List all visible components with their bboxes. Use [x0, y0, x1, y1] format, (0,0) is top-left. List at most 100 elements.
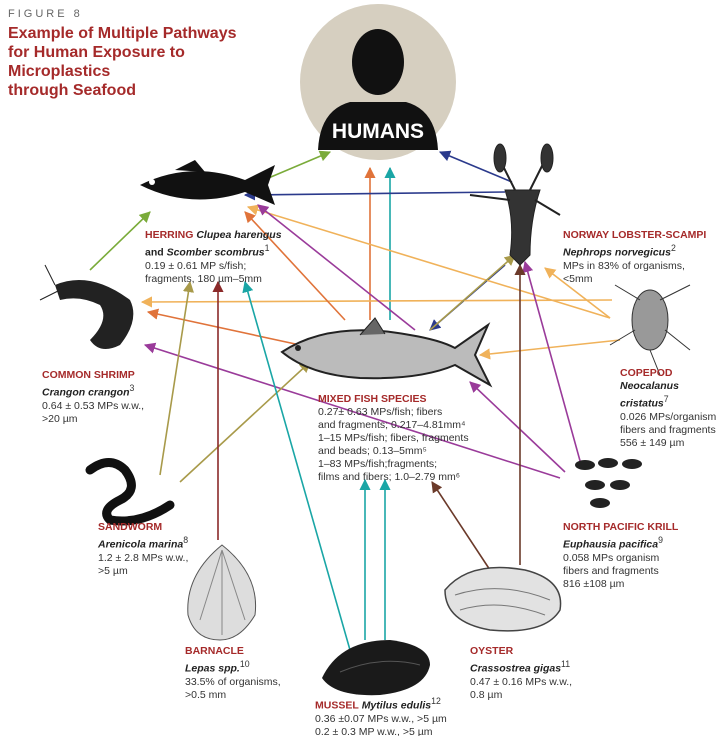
shrimp-label: COMMON SHRIMP Crangon crangon3 0.64 ± 0.… [42, 369, 144, 426]
measurement: >0.5 mm [185, 688, 227, 701]
measurement: 556 ± 149 µm [620, 436, 685, 449]
measurement: 1–83 MPs/fish;fragments; [318, 458, 438, 470]
figure-title: Example of Multiple Pathways for Human E… [8, 24, 268, 100]
reference: 9 [658, 535, 663, 545]
scientific-name: Crassostrea gigas [470, 662, 562, 675]
measurement: MPs in 83% of organisms, [563, 259, 685, 272]
scientific-name: Scomber scombrus [166, 246, 265, 259]
measurement: and beads; 0.13–5mm⁵ [318, 445, 427, 457]
humans-label: HUMANS [331, 120, 425, 143]
pathway-arrow [159, 280, 194, 476]
sandworm-icon [85, 458, 175, 526]
pathway-arrow [257, 204, 416, 331]
measurement: 0.058 MPs organism [563, 551, 660, 564]
pathway-arrow [478, 339, 621, 360]
species-name: SANDWORM [98, 521, 163, 533]
measurement: fragments, 180 µm–5mm [145, 272, 262, 285]
mussel-label: MUSSEL Mytilus edulis12 0.36 ±0.07 MPs w… [315, 695, 447, 736]
title-line: Example of Multiple Pathways [8, 25, 237, 42]
species-name: NORTH PACIFIC KRILL [563, 521, 679, 533]
reference: 3 [129, 383, 135, 393]
species-name: COPEPOD [620, 367, 673, 379]
human-silhouette-icon [318, 29, 438, 150]
herring-label: HERRING Clupea harengus and Scomber scom… [145, 229, 282, 286]
species-name: COMMON SHRIMP [42, 369, 135, 381]
pathway-arrow [431, 481, 491, 571]
title-line: through Seafood [8, 82, 136, 99]
reference: 10 [239, 659, 250, 669]
reference: 2 [670, 243, 676, 253]
measurement: 1–15 MPs/fish; fibers, fragments [318, 432, 469, 444]
pathway-arrow [146, 308, 301, 346]
species-name: NORWAY LOBSTER-SCAMPI [563, 229, 707, 241]
lobster-label: NORWAY LOBSTER-SCAMPI Nephrops norvegicu… [563, 229, 706, 286]
measurement: >5 µm [98, 564, 128, 577]
lobster-icon [469, 143, 561, 266]
measurement: and fragments; 0.217–4.81mm⁴ [318, 419, 466, 431]
pathway-arrow [429, 254, 516, 331]
measurement: fibers and fragments [620, 423, 716, 436]
pathway-arrow [522, 260, 583, 469]
pathway-arrow [438, 150, 513, 183]
measurement: 816 ±108 µm [563, 577, 625, 590]
title-line: for Human Exposure to Microplastics [8, 44, 185, 80]
scientific-name: Lepas spp. [185, 662, 240, 675]
species-name: MUSSEL [315, 699, 359, 712]
measurement: 0.27± 0.63 MPs/fish; fibers [318, 406, 443, 418]
mussel-icon [322, 640, 430, 696]
scientific-name: Nephrops norvegicus [563, 246, 671, 259]
measurement: 0.2 ± 0.3 MP w.w., >5 µm [315, 725, 433, 736]
scientific-name: Neocalanus cristatus [620, 380, 679, 410]
measurement: <5mm [563, 272, 593, 285]
scientific-name: Clupea harengus [196, 229, 282, 241]
measurement: 1.2 ± 2.8 MPs w.w., [98, 551, 189, 564]
measurement: 0.8 µm [470, 688, 503, 701]
measurement: 33.5% of organisms, [185, 675, 281, 688]
pathway-arrow [244, 211, 346, 321]
pathway-arrow [243, 189, 506, 201]
measurement: fibers and fragments [563, 564, 659, 577]
oyster-icon [444, 566, 562, 632]
figure-number: FIGURE 8 [8, 8, 83, 20]
pathway-arrow [179, 361, 311, 483]
mixed-fish-salmon-icon [280, 317, 493, 388]
pathway-arrow [140, 296, 613, 308]
reference: 1 [264, 243, 270, 253]
measurement: 0.19 ± 0.61 MP s/fish; [145, 259, 247, 272]
reference: 11 [561, 659, 571, 669]
measurement: 0.64 ± 0.53 MPs w.w., [42, 399, 145, 412]
reference: 7 [663, 394, 669, 404]
reference: 12 [431, 696, 441, 706]
measurement: >20 µm [42, 412, 78, 425]
conjunction: and [145, 246, 164, 259]
scientific-name: Arenicola marina [98, 538, 184, 551]
copepod-icon [609, 284, 691, 376]
shrimp-icon [39, 264, 134, 349]
scientific-name: Crangon crangon [42, 386, 130, 399]
measurement: 0.026 MPs/organism [620, 410, 717, 423]
measurement: films and fibers; 1.0–2.79 mm⁶ [318, 471, 461, 483]
barnacle-icon [187, 544, 257, 641]
krill-icon [575, 458, 642, 508]
barnacle-label: BARNACLE Lepas spp.10 33.5% of organisms… [185, 645, 281, 702]
reference: 8 [183, 535, 189, 545]
species-name: MIXED FISH SPECIES [318, 393, 427, 405]
scientific-name: Mytilus edulis [361, 699, 432, 712]
oyster-label: OYSTER Crassostrea gigas11 0.47 ± 0.16 M… [470, 645, 572, 702]
herring-icon [140, 160, 275, 205]
pathway-arrow [89, 211, 151, 271]
species-name: BARNACLE [185, 645, 244, 657]
measurement: 0.36 ±0.07 MPs w.w., >5 µm [315, 712, 447, 725]
species-name: HERRING [145, 229, 194, 241]
species-name: OYSTER [470, 645, 514, 657]
scientific-name: Euphausia pacifica [563, 538, 659, 551]
pathway-arrow [469, 381, 566, 473]
pathway-arrow [544, 267, 611, 319]
sandworm-label: SANDWORM Arenicola marina8 1.2 ± 2.8 MPs… [98, 521, 188, 578]
pathway-arrow [242, 280, 351, 651]
mixed-fish-label: MIXED FISH SPECIES 0.27± 0.63 MPs/fish; … [318, 393, 469, 484]
pathway-arrow [143, 342, 561, 479]
measurement: 0.47 ± 0.16 MPs w.w., [470, 675, 573, 688]
